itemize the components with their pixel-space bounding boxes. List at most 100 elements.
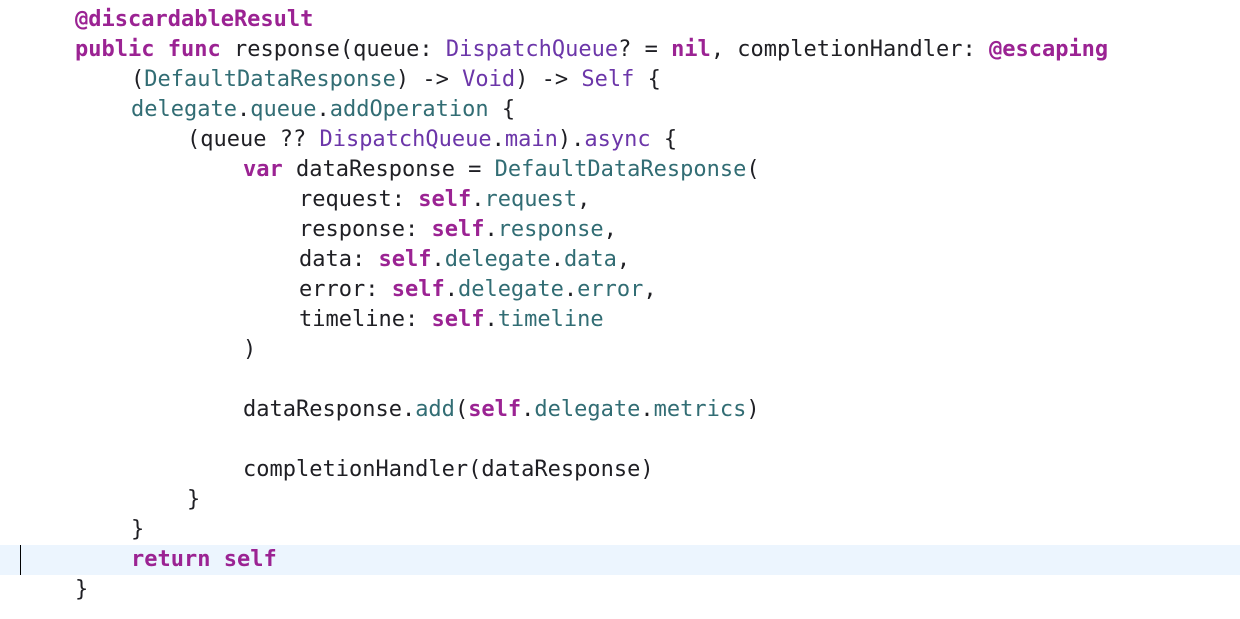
code-token: ,: [603, 217, 617, 242]
code-line-text: (queue ?? DispatchQueue.main).async {: [187, 125, 677, 155]
code-token: .: [444, 277, 458, 302]
code-line[interactable]: }: [0, 485, 1240, 515]
code-line[interactable]: completionHandler(dataResponse): [0, 455, 1240, 485]
code-token: {: [488, 97, 516, 122]
code-token: (: [131, 67, 145, 92]
code-token: .: [563, 277, 578, 302]
code-token: self: [431, 307, 485, 332]
code-token: error:: [299, 277, 392, 302]
code-line[interactable]: response: self.response,: [0, 215, 1240, 245]
code-token: var: [243, 157, 283, 182]
code-line-text: @discardableResult: [75, 5, 313, 35]
code-token: metrics: [653, 397, 747, 422]
code-line[interactable]: (queue ?? DispatchQueue.main).async {: [0, 125, 1240, 155]
code-token: delegate: [131, 97, 237, 122]
code-token: self: [431, 217, 485, 242]
code-token: DispatchQueue: [319, 127, 492, 152]
code-token: (: [454, 397, 469, 422]
code-token: {: [634, 67, 661, 92]
code-line[interactable]: }: [0, 575, 1240, 605]
code-token: data:: [299, 247, 379, 272]
code-token: {: [650, 127, 678, 152]
code-token: .: [431, 247, 445, 272]
code-token: @discardableResult: [75, 7, 314, 32]
code-token: addOperation: [329, 97, 489, 122]
code-token: @escaping: [988, 37, 1109, 62]
code-line[interactable]: @discardableResult: [0, 5, 1240, 35]
code-line-text: (DefaultDataResponse) -> Void) -> Self {: [131, 65, 661, 95]
code-token: [154, 37, 167, 62]
code-token: delegate: [457, 277, 564, 302]
code-line[interactable]: request: self.request,: [0, 185, 1240, 215]
code-token: ).: [557, 127, 585, 152]
code-line-text: response: self.response,: [299, 215, 617, 245]
code-line[interactable]: var dataResponse = DefaultDataResponse(: [0, 155, 1240, 185]
code-line[interactable]: }: [0, 515, 1240, 545]
code-line[interactable]: public func response(queue: DispatchQueu…: [0, 35, 1240, 65]
code-token: .: [471, 187, 485, 212]
code-token: self: [223, 547, 277, 572]
code-line-text: request: self.request,: [299, 185, 590, 215]
code-line[interactable]: data: self.delegate.data,: [0, 245, 1240, 275]
code-line[interactable]: delegate.queue.addOperation {: [0, 95, 1240, 125]
code-token: self: [418, 187, 472, 212]
code-token: Self: [581, 67, 635, 92]
code-token: ,: [577, 187, 591, 212]
code-token: }: [131, 517, 145, 542]
code-line[interactable]: (DefaultDataResponse) -> Void) -> Self {: [0, 65, 1240, 95]
code-token: (: [746, 157, 760, 182]
code-token: response(queue:: [220, 37, 446, 62]
code-line-text: ): [243, 335, 256, 365]
code-token: , completionHandler:: [710, 37, 989, 62]
code-token: nil: [671, 37, 711, 62]
code-token: ): [243, 337, 257, 362]
code-token: timeline: [497, 307, 604, 332]
code-token: ? =: [618, 37, 672, 62]
code-token: ) ->: [515, 67, 582, 92]
code-line[interactable]: timeline: self.timeline: [0, 305, 1240, 335]
code-line-text: return self: [131, 545, 277, 575]
code-token: add: [415, 397, 455, 422]
code-line-text: }: [187, 485, 200, 515]
code-token: .: [484, 217, 498, 242]
code-token: func: [167, 37, 221, 62]
code-line[interactable]: dataResponse.add(self.delegate.metrics): [0, 395, 1240, 425]
code-token: dataResponse.: [243, 397, 416, 422]
code-line-text: delegate.queue.addOperation {: [131, 95, 515, 125]
code-token: timeline:: [299, 307, 432, 332]
code-line-text: public func response(queue: DispatchQueu…: [75, 35, 1108, 65]
code-token: response:: [299, 217, 432, 242]
code-token: DispatchQueue: [445, 37, 619, 62]
code-token: .: [236, 97, 251, 122]
code-token: error: [577, 277, 644, 302]
code-line-text: timeline: self.timeline: [299, 305, 604, 335]
code-line-text: dataResponse.add(self.delegate.metrics): [243, 395, 760, 425]
code-token: ,: [616, 247, 631, 272]
code-line-text: }: [131, 515, 144, 545]
code-token: response: [497, 217, 604, 242]
code-token: .: [491, 127, 505, 152]
code-token: data: [563, 247, 617, 272]
code-token: ) ->: [395, 67, 463, 92]
code-token: .: [640, 397, 654, 422]
code-token: Void: [462, 67, 516, 92]
code-token: .: [316, 97, 330, 122]
code-line[interactable]: [0, 365, 1240, 395]
code-token: delegate: [444, 247, 551, 272]
code-token: public: [75, 37, 155, 62]
code-line-current[interactable]: return self: [0, 545, 1240, 575]
code-token: self: [378, 247, 432, 272]
code-line[interactable]: ): [0, 335, 1240, 365]
code-token: ,: [643, 277, 657, 302]
code-token: dataResponse =: [282, 157, 495, 182]
code-line-text: var dataResponse = DefaultDataResponse(: [243, 155, 760, 185]
code-token: DefaultDataResponse: [494, 157, 747, 182]
code-line[interactable]: [0, 425, 1240, 455]
code-line-text: error: self.delegate.error,: [299, 275, 657, 305]
code-token: DefaultDataResponse: [144, 67, 396, 92]
code-token: [210, 547, 223, 572]
code-line[interactable]: error: self.delegate.error,: [0, 275, 1240, 305]
text-cursor: [20, 545, 21, 575]
code-token: .: [484, 307, 498, 332]
